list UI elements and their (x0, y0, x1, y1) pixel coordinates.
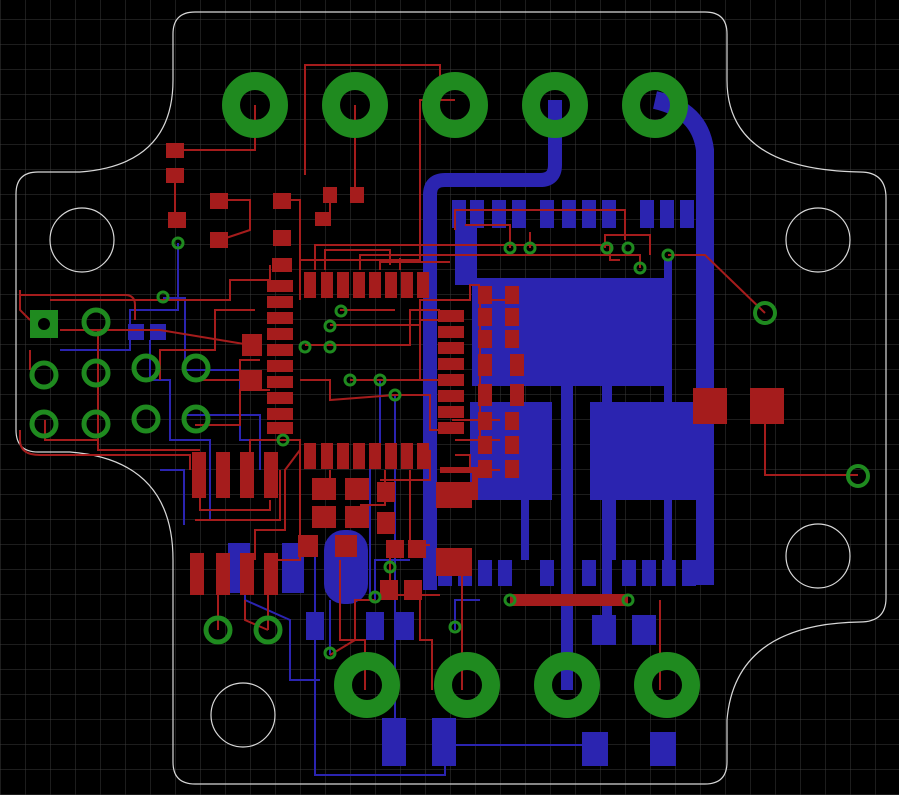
header-pin (253, 615, 283, 645)
header-pin (203, 615, 233, 645)
terminal-pad (434, 652, 500, 718)
mounting-hole (785, 207, 851, 273)
terminal-pad (334, 652, 400, 718)
header-pin (81, 307, 111, 337)
header-pin (181, 404, 211, 434)
terminal-pad (422, 72, 488, 138)
terminal-pad (522, 72, 588, 138)
header-pin (81, 409, 111, 439)
through-hole-pads (29, 72, 870, 718)
terminal-pad (622, 72, 688, 138)
thick-trace (510, 594, 628, 606)
vias (156, 236, 675, 660)
test-point (753, 301, 777, 325)
header-pin (29, 409, 59, 439)
header-pin (29, 360, 59, 390)
terminal-pad (534, 652, 600, 718)
test-point (846, 464, 870, 488)
header-pin (131, 404, 161, 434)
terminal-pad (634, 652, 700, 718)
header-pin (131, 353, 161, 383)
mounting-hole (210, 682, 276, 748)
terminal-pad (322, 72, 388, 138)
header-pin (181, 353, 211, 383)
terminal-pad (222, 72, 288, 138)
header-pin (81, 358, 111, 388)
mounting-hole (49, 207, 115, 273)
board-outline (15, 11, 887, 785)
bottom-pour (472, 278, 670, 386)
mounting-hole (785, 523, 851, 589)
